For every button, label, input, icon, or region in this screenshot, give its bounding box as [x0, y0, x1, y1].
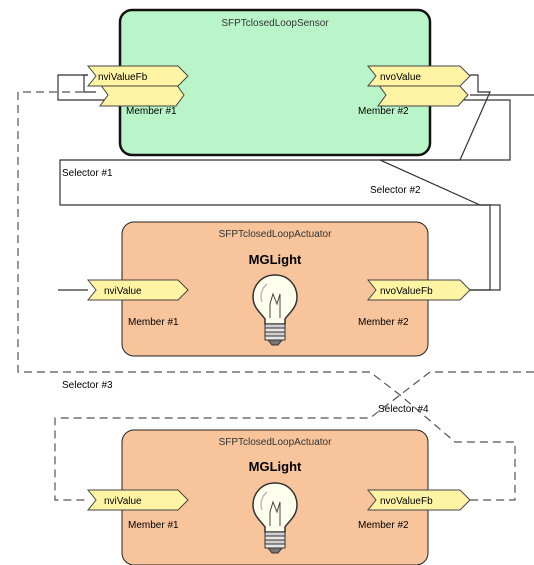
actuator-2-input-port[interactable]	[86, 489, 189, 511]
actuator-1-name: MGLight	[249, 252, 302, 267]
selector-4-label: Selector #4	[378, 404, 429, 415]
sensor-input-port-shadow	[99, 83, 185, 107]
selector-2-label: Selector #2	[370, 185, 421, 196]
sensor-output-port-label: nvoValue	[380, 72, 421, 83]
actuator-1-block[interactable]: SFPTclosedLoopActuator MGLight nviValue …	[86, 221, 471, 357]
actuator-2-input-port-label: nviValue	[104, 496, 142, 507]
selector-4-line	[54, 371, 534, 501]
actuator-2-block[interactable]: SFPTclosedLoopActuator MGLight nviValue …	[86, 429, 471, 565]
actuator-1-input-port-label: nviValue	[104, 286, 142, 297]
selector-2-line	[57, 74, 511, 291]
actuator-2-name: MGLight	[249, 459, 302, 474]
connection-lines	[57, 74, 534, 291]
selector-1-label: Selector #1	[62, 168, 113, 179]
sensor-output-port[interactable]	[366, 65, 471, 87]
selector-1-line	[59, 74, 491, 291]
actuator-1-output-port[interactable]	[366, 279, 471, 301]
actuator-1-output-port-label: nvoValueFb	[380, 286, 433, 297]
sensor-member-right: Member #2	[358, 106, 409, 117]
actuator-2-output-port-label: nvoValueFb	[380, 496, 433, 507]
actuator-1-member-right: Member #2	[358, 317, 409, 328]
sensor-input-port[interactable]	[86, 65, 189, 87]
actuator-2-member-left: Member #1	[128, 520, 179, 531]
actuator-1-title: SFPTclosedLoopActuator	[219, 229, 333, 240]
selector-3-line	[17, 91, 516, 501]
actuator-1-member-left: Member #1	[128, 317, 179, 328]
sensor-member-left: Member #1	[126, 106, 177, 117]
actuator-2-title: SFPTclosedLoopActuator	[219, 437, 333, 448]
sensor-input-port-label: nviValueFb	[98, 72, 148, 83]
sensor-block[interactable]: SFPTclosedLoopSensor nviValueFb Member #…	[86, 8, 471, 157]
sensor-output-port-shadow	[377, 83, 469, 107]
selector-3-label: Selector #3	[62, 380, 113, 391]
actuator-2-output-port[interactable]	[366, 489, 471, 511]
dashed-connection-lines	[17, 91, 534, 501]
actuator-1-input-port[interactable]	[86, 279, 189, 301]
sensor-title: SFPTclosedLoopSensor	[221, 18, 329, 29]
actuator-2-member-right: Member #2	[358, 520, 409, 531]
